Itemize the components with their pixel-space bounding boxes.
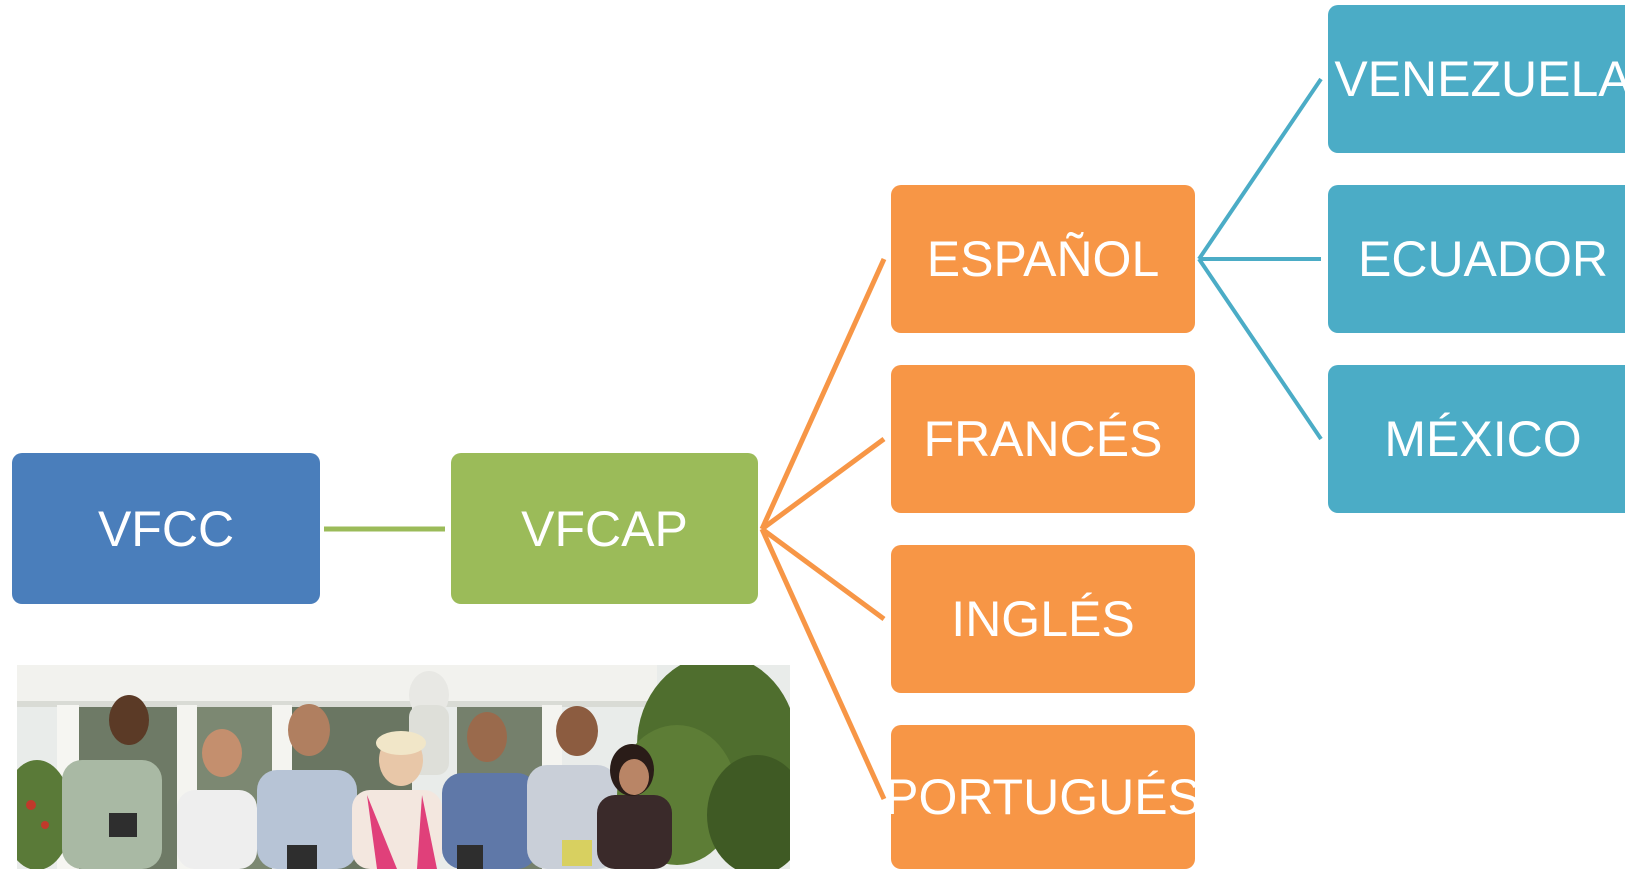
connector-vfcap-ingles (760, 526, 886, 622)
node-venezuela-label: VENEZUELA (1334, 51, 1625, 107)
node-venezuela: VENEZUELA (1328, 5, 1625, 153)
node-vfcap-label: VFCAP (521, 500, 688, 557)
node-frances: FRANCÉS (891, 365, 1195, 513)
node-ecuador-label: ECUADOR (1357, 231, 1609, 287)
node-mexico: MÉXICO (1328, 365, 1625, 513)
connector-espanol-venezuela (1197, 77, 1323, 261)
node-frances-label: FRANCÉS (923, 411, 1163, 467)
node-ingles: INGLÉS (891, 545, 1195, 693)
group-photo (17, 665, 790, 869)
node-portugues-label: PORTUGUÉS (891, 769, 1195, 825)
node-ingles-label: INGLÉS (951, 591, 1135, 647)
connector-espanol-mexico (1197, 257, 1323, 441)
node-espanol: ESPAÑOL (891, 185, 1195, 333)
node-espanol-label: ESPAÑOL (926, 231, 1160, 287)
connector-vfcap-frances (760, 436, 886, 532)
connector-vfcap-espanol (759, 257, 887, 531)
connector-vfcap-portugues (759, 527, 887, 801)
node-mexico-label: MÉXICO (1384, 411, 1582, 467)
node-vfcap: VFCAP (451, 453, 758, 604)
node-vfcc-label: VFCC (97, 500, 235, 557)
node-vfcc: VFCC (12, 453, 320, 604)
node-portugues: PORTUGUÉS (891, 725, 1195, 869)
node-ecuador: ECUADOR (1328, 185, 1625, 333)
